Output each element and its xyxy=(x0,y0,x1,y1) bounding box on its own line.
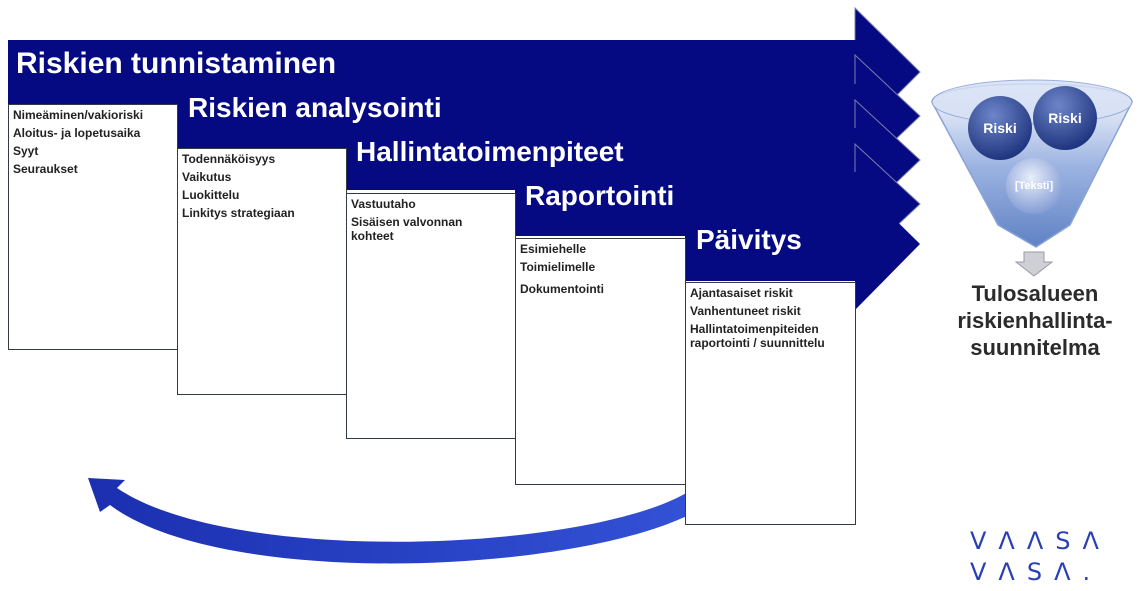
stage-arrow-5 xyxy=(685,180,920,310)
stage-title-5: Päivitys xyxy=(696,224,802,255)
list-item: Toimielimelle xyxy=(520,260,596,274)
list-item: Dokumentointi xyxy=(520,282,604,296)
logo-line-2: VΛSΛ. xyxy=(970,558,1103,586)
list-item: Esimiehelle xyxy=(520,242,587,256)
list-item: Ajantasaiset riskit xyxy=(690,286,793,300)
stage-title-4: Raportointi xyxy=(525,180,675,211)
logo-line-1: VΛΛSΛ xyxy=(970,527,1111,555)
list-item: Todennäköisyys xyxy=(182,152,276,166)
stage-box-5: Ajantasaiset riskit Vanhentuneet riskit … xyxy=(685,282,856,525)
list-item: Vastuutaho xyxy=(351,197,416,211)
stage-title-2: Riskien analysointi xyxy=(188,92,442,123)
stage-box-3: Vastuutaho Sisäisen valvonnan kohteet xyxy=(346,193,516,439)
list-item: Linkitys strategiaan xyxy=(182,206,295,220)
funnel-graphic xyxy=(931,79,1133,277)
stage-title-3: Hallintatoimenpiteet xyxy=(356,136,624,167)
risk-bubble-1 xyxy=(968,96,1032,160)
list-item: Sisäisen valvonnan kohteet xyxy=(351,215,463,243)
text-bubble-label: [Teksti] xyxy=(1014,180,1054,192)
list-item: Hallintatoimenpiteiden raportointi / suu… xyxy=(690,322,825,350)
text-bubble xyxy=(1006,158,1062,214)
risk-bubble-2 xyxy=(1033,86,1097,150)
stage-box-4: Esimiehelle Toimielimelle Dokumentointi xyxy=(515,238,686,485)
list-item: Syyt xyxy=(13,144,39,158)
loop-back-arrow xyxy=(88,462,732,564)
list-item: Nimeäminen/vakioriski xyxy=(13,108,144,122)
stage-box-2: Todennäköisyys Vaikutus Luokittelu Linki… xyxy=(177,148,347,395)
result-title: Tulosalueen riskienhallinta- suunnitelma xyxy=(957,281,1113,360)
list-item: Luokittelu xyxy=(182,188,240,202)
list-item: Vaikutus xyxy=(182,170,232,184)
list-item: Vanhentuneet riskit xyxy=(690,304,801,318)
risk-bubble-2-label: Riski xyxy=(1048,110,1082,126)
list-item: Aloitus- ja lopetusaika xyxy=(13,126,141,140)
stage-box-1: Nimeäminen/vakioriski Aloitus- ja lopetu… xyxy=(8,104,178,350)
risk-bubble-1-label: Riski xyxy=(983,120,1017,136)
down-arrow-icon xyxy=(1014,251,1054,277)
stage-title-1: Riskien tunnistaminen xyxy=(16,47,337,80)
list-item: Seuraukset xyxy=(13,162,78,176)
